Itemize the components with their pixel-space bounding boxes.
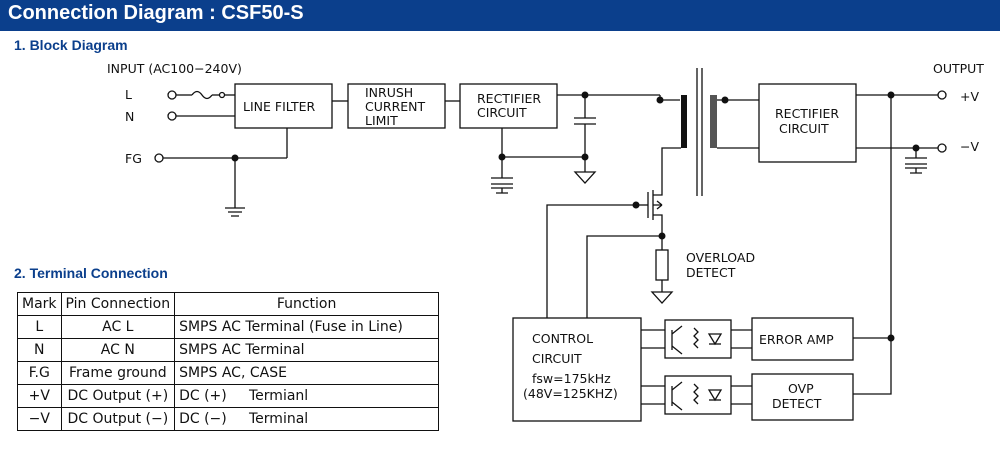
- overload-label-1: OVERLOAD: [686, 250, 755, 265]
- table-row: N AC N SMPS AC Terminal: [17, 338, 440, 362]
- cell-function: DC (+) Termianl: [174, 384, 440, 408]
- section-block-diagram-title: 1. Block Diagram: [14, 37, 128, 53]
- cell-pin: DC Output (−): [60, 407, 176, 431]
- control-label-1: CONTROL: [532, 331, 593, 346]
- table-row: L AC L SMPS AC Terminal (Fuse in Line): [17, 315, 440, 339]
- bulk-capacitor: [574, 95, 596, 157]
- control-label-4: (48V=125KHZ): [523, 386, 618, 401]
- transformer: [681, 68, 729, 196]
- cell-pin: DC Output (+): [60, 384, 176, 408]
- line-filter-block: LINE FILTER: [234, 83, 333, 129]
- cell-function: SMPS AC, CASE: [174, 361, 440, 385]
- overload-label-2: DETECT: [686, 265, 736, 280]
- ground-symbol-primary: [491, 177, 513, 194]
- line-filter-label: LINE FILTER: [243, 99, 316, 114]
- ovp-label-1: OVP: [788, 381, 814, 396]
- terminal-plus-v-label: +V: [960, 89, 979, 104]
- table-row: +V DC Output (+) DC (+) Termianl: [17, 384, 440, 408]
- cell-pin: Frame ground: [60, 361, 176, 385]
- cell-mark: +V: [17, 384, 62, 408]
- overload-resistor: [650, 236, 674, 304]
- rectifier-out-label-2: CIRCUIT: [779, 121, 829, 136]
- ground-triangle-primary: [573, 171, 597, 184]
- terminal-n-label: N: [125, 109, 134, 124]
- header-function: Function: [174, 292, 440, 316]
- cell-function: DC (−) Terminal: [174, 407, 440, 431]
- mosfet-switch: [636, 185, 663, 228]
- cell-mark: −V: [17, 407, 62, 431]
- section-terminal-connection-title: 2. Terminal Connection: [14, 265, 168, 281]
- table-row: F.G Frame ground SMPS AC, CASE: [17, 361, 440, 385]
- terminal-l-label: L: [125, 87, 132, 102]
- optocoupler-ovp: [641, 375, 752, 415]
- header-mark: Mark: [17, 292, 62, 316]
- cell-function: SMPS AC Terminal: [174, 338, 440, 362]
- ovp-label-2: DETECT: [772, 396, 822, 411]
- rectifier-circuit-output-block: RECTIFIER CIRCUIT: [758, 83, 857, 163]
- rectifier-out-label-1: RECTIFIER: [775, 106, 839, 121]
- error-amp-block: ERROR AMP: [751, 317, 854, 361]
- cell-pin: AC L: [60, 315, 176, 339]
- cell-function: SMPS AC Terminal (Fuse in Line): [174, 315, 440, 339]
- rectifier-in-label-1: RECTIFIER: [477, 91, 541, 106]
- terminal-connection-table: Mark Pin Connection Function L AC L SMPS…: [17, 292, 440, 431]
- ground-symbol-fg: [225, 207, 245, 217]
- control-label-2: CIRCUIT: [532, 351, 582, 366]
- ground-symbol-secondary: [905, 148, 927, 174]
- cell-pin: AC N: [60, 338, 176, 362]
- cell-mark: L: [17, 315, 62, 339]
- input-label: INPUT (AC100−240V): [107, 61, 242, 76]
- header-pin-connection: Pin Connection: [60, 292, 176, 316]
- control-label-3: fsw=175kHz: [532, 371, 611, 386]
- title-bar: Connection Diagram : CSF50-S: [0, 0, 1000, 31]
- error-amp-label: ERROR AMP: [759, 332, 834, 347]
- control-circuit-block: CONTROL CIRCUIT fsw=175kHz (48V=125KHZ): [512, 317, 642, 422]
- inrush-label-3: LIMIT: [365, 113, 398, 128]
- inrush-label-1: INRUSH: [365, 85, 413, 100]
- page-title: Connection Diagram : CSF50-S: [8, 2, 304, 24]
- cell-mark: N: [17, 338, 62, 362]
- rectifier-circuit-input-block: RECTIFIER CIRCUIT: [459, 83, 558, 129]
- inrush-label-2: CURRENT: [365, 99, 425, 114]
- output-label: OUTPUT: [933, 61, 984, 76]
- inrush-current-limit-block: INRUSH CURRENT LIMIT: [347, 83, 446, 129]
- ovp-detect-block: OVP DETECT: [751, 373, 854, 421]
- table-header-row: Mark Pin Connection Function: [17, 292, 440, 316]
- cell-mark: F.G: [17, 361, 62, 385]
- table-row: −V DC Output (−) DC (−) Terminal: [17, 407, 440, 431]
- optocoupler-error-amp: [641, 319, 752, 359]
- rectifier-in-label-2: CIRCUIT: [477, 105, 527, 120]
- input-terminals: [154, 90, 287, 163]
- terminal-minus-v-label: −V: [960, 139, 979, 154]
- terminal-fg-label: FG: [125, 151, 142, 166]
